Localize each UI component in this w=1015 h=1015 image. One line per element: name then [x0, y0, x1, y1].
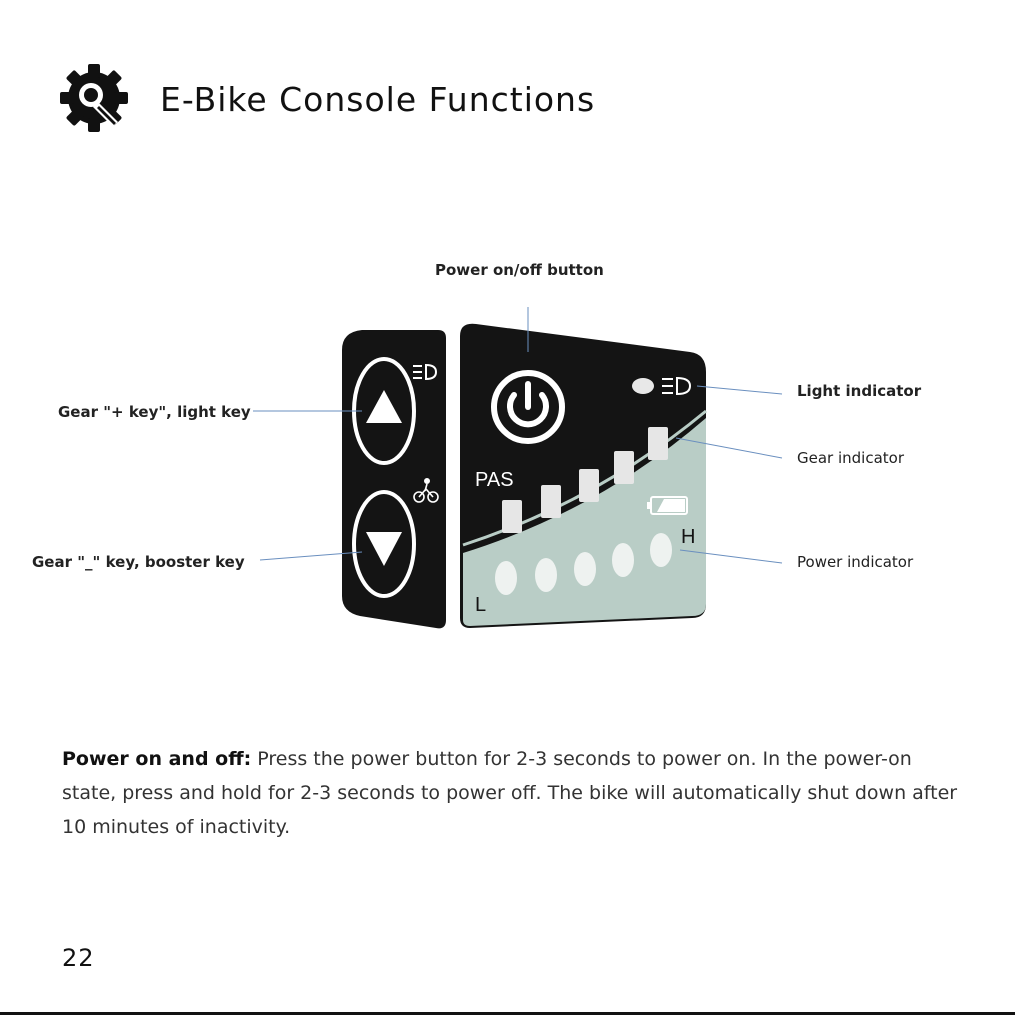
leader-power-ind: [679, 549, 783, 564]
label-power-button: Power on/off button: [435, 261, 604, 279]
gear-indicator-bars: [502, 427, 668, 533]
label-gear-indicator: Gear indicator: [797, 449, 905, 467]
gear-bar-1: [502, 500, 522, 533]
pas-label: PAS: [475, 469, 514, 491]
body-lead: Power on and off:: [62, 748, 252, 770]
leader-light: [696, 385, 783, 395]
page-number: 22: [62, 944, 95, 972]
power-dot-2: [535, 558, 557, 592]
gear-bar-2: [541, 485, 561, 518]
power-dot-3: [574, 552, 596, 586]
leader-gear: [675, 437, 783, 459]
power-indicator-dots: [495, 533, 672, 595]
headlight-icon: [413, 363, 438, 381]
label-plus-key: Gear "+ key", light key: [58, 403, 251, 421]
plus-key[interactable]: [352, 357, 416, 465]
leader-minus: [259, 551, 363, 561]
gear-wrench-icon: [60, 64, 128, 132]
power-dot-4: [612, 543, 634, 577]
body-paragraph: Power on and off: Press the power button…: [62, 742, 972, 844]
power-dot-1: [495, 561, 517, 595]
page-title: E-Bike Console Functions: [160, 80, 596, 119]
battery-icon: [647, 496, 688, 515]
body-text: Press the power button for 2-3 seconds t…: [62, 748, 958, 838]
bottom-rule: [0, 1012, 1015, 1015]
cyclist-icon: [413, 477, 439, 503]
power-button[interactable]: [491, 370, 565, 444]
indicator-panel: [463, 418, 706, 626]
gear-bar-5: [648, 427, 668, 460]
label-light-indicator: Light indicator: [797, 382, 922, 400]
power-dot-5: [650, 533, 672, 567]
label-power-indicator: Power indicator: [797, 553, 914, 571]
label-minus-key: Gear "_" key, booster key: [32, 553, 245, 571]
high-label: H: [681, 526, 695, 548]
low-label: L: [475, 594, 486, 616]
light-indicator-icon: [632, 376, 692, 396]
gear-bar-4: [614, 451, 634, 484]
minus-key[interactable]: [352, 490, 416, 598]
gear-bar-3: [579, 469, 599, 502]
